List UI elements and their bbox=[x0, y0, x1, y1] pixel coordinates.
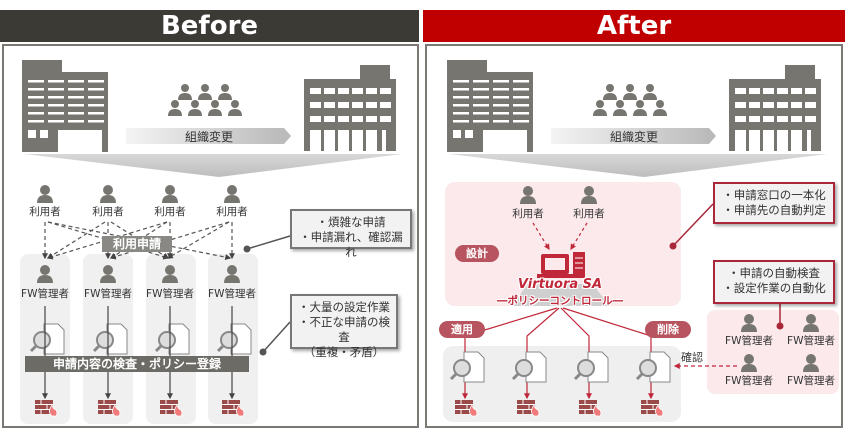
before-callout-2: ・大量の設定作業 ・不正な申請の検査 （重複・矛盾） bbox=[290, 294, 398, 359]
admin-label: FW管理者 bbox=[21, 288, 69, 300]
org-change-label: 組織変更 bbox=[609, 130, 658, 144]
callout-line: ・設定作業の自動化 bbox=[722, 281, 826, 295]
firewall-icon bbox=[98, 400, 121, 417]
firewall-icon bbox=[160, 400, 183, 417]
callout-line: ・不正な申請の検査 bbox=[298, 315, 390, 344]
admin-icon bbox=[741, 314, 757, 332]
firewall-icon bbox=[517, 400, 540, 417]
firewall-icon bbox=[35, 400, 58, 417]
server-pc-icon bbox=[537, 252, 585, 278]
building-left-icon bbox=[22, 60, 108, 152]
group-people-icon bbox=[593, 84, 667, 116]
firewall-icons bbox=[35, 400, 245, 417]
callout-line: （重複・矛盾） bbox=[303, 345, 385, 359]
inspection-label: 申請内容の検査・ポリシー登録 bbox=[25, 356, 249, 372]
org-change-arrow bbox=[551, 128, 716, 144]
building-left-icon bbox=[447, 60, 533, 152]
user-icon bbox=[162, 185, 178, 203]
callout-line: ・大量の設定作業 bbox=[298, 300, 390, 314]
admin-label: FW管理者 bbox=[725, 335, 773, 347]
admin-icon bbox=[741, 354, 757, 372]
building-right-icon bbox=[729, 65, 821, 151]
after-header: After bbox=[423, 10, 845, 42]
document-search-icon bbox=[511, 351, 547, 383]
firewall-icon bbox=[222, 400, 245, 417]
user-icon bbox=[520, 186, 536, 204]
after-callout-2: ・申請の自動検査 ・設定作業の自動化 bbox=[713, 260, 835, 304]
user-icon bbox=[100, 185, 116, 203]
admin-label: FW管理者 bbox=[725, 375, 773, 387]
after-panel: 組織変更 利用者 利用者 設計 Virtuora SA ―ポリシーコントロール―… bbox=[425, 44, 843, 428]
document-search-icon bbox=[154, 323, 190, 355]
firewall-icon bbox=[579, 400, 602, 417]
funnel-arrow-icon bbox=[449, 154, 827, 177]
admin-label: FW管理者 bbox=[787, 335, 835, 347]
admin-label: FW管理者 bbox=[84, 288, 132, 300]
group-people-icon bbox=[168, 84, 242, 116]
product-name: Virtuora SA bbox=[517, 277, 603, 292]
before-callout-1: ・煩雑な申請 ・申請漏れ、確認漏れ bbox=[290, 209, 412, 259]
admin-label: FW管理者 bbox=[208, 288, 256, 300]
admin-label: FW管理者 bbox=[146, 288, 194, 300]
user-label: 利用者 bbox=[29, 206, 61, 218]
before-panel: 組織変更 利用者 利用者 利用者 利用者 利用申請 FW管理者 FW管理者 FW… bbox=[2, 44, 419, 428]
org-change-label: 組織変更 bbox=[184, 130, 233, 144]
delete-pill: 削除 bbox=[645, 321, 691, 338]
admin-icon bbox=[803, 314, 819, 332]
admin-icon bbox=[100, 265, 116, 283]
design-pill: 設計 bbox=[455, 245, 499, 262]
before-header: Before bbox=[0, 10, 419, 42]
document-search-icon bbox=[29, 323, 65, 355]
firewall-icon bbox=[455, 400, 478, 417]
funnel-arrow-icon bbox=[24, 154, 402, 177]
after-callout-1: ・申請窓口の一本化 ・申請先の自動判定 bbox=[713, 182, 835, 224]
admin-icon bbox=[162, 265, 178, 283]
callout-line: ・申請先の自動判定 bbox=[722, 203, 826, 217]
request-label: 利用申請 bbox=[102, 236, 172, 252]
callout-line: ・申請の自動検査 bbox=[728, 266, 820, 280]
user-icons bbox=[37, 185, 240, 203]
user-icon bbox=[581, 186, 597, 204]
document-search-icon bbox=[216, 323, 252, 355]
user-label: 利用者 bbox=[573, 208, 605, 220]
user-label: 利用者 bbox=[92, 206, 124, 218]
apply-pill: 適用 bbox=[439, 321, 485, 338]
confirm-label: 確認 bbox=[681, 351, 703, 364]
admin-icon bbox=[37, 265, 53, 283]
doc-inspect-icons bbox=[29, 323, 252, 355]
after-graphics bbox=[443, 60, 839, 422]
product-subtitle: ―ポリシーコントロール― bbox=[497, 295, 623, 307]
document-search-icon bbox=[92, 323, 128, 355]
firewall-icon bbox=[641, 400, 664, 417]
admin-label: FW管理者 bbox=[787, 375, 835, 387]
document-search-icon bbox=[635, 351, 671, 383]
user-label: 利用者 bbox=[216, 206, 248, 218]
user-label: 利用者 bbox=[512, 208, 544, 220]
document-search-icon bbox=[449, 351, 485, 383]
admin-icon bbox=[224, 265, 240, 283]
document-search-icon bbox=[573, 351, 609, 383]
org-change-arrow bbox=[126, 128, 291, 144]
admin-icon bbox=[803, 354, 819, 372]
building-right-icon bbox=[304, 65, 396, 151]
callout-line: ・煩雑な申請 bbox=[316, 215, 386, 229]
callout-line: ・申請窓口の一本化 bbox=[722, 188, 826, 202]
user-icon bbox=[224, 185, 240, 203]
user-icon bbox=[37, 185, 53, 203]
user-label: 利用者 bbox=[154, 206, 186, 218]
before-graphics bbox=[20, 60, 402, 424]
callout-line: ・申請漏れ、確認漏れ bbox=[299, 230, 403, 259]
